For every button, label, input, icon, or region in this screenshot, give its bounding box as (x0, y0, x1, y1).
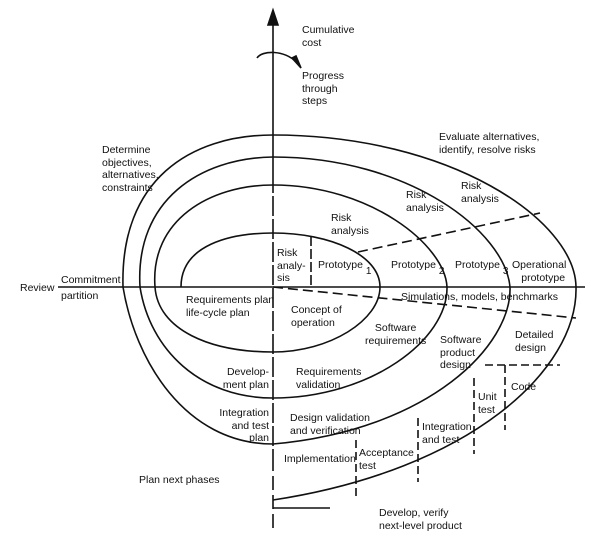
quadrant-evaluate-alternatives: Evaluate alternatives, identify, resolve… (439, 131, 539, 156)
requirements-validation: Requirements validation (296, 366, 361, 391)
label-line: analysis (331, 224, 369, 237)
label-line: Software (440, 334, 482, 346)
label-line: Requirements (296, 366, 362, 378)
label-line: Acceptance (359, 447, 414, 459)
label-line: Progress (302, 70, 345, 82)
risk-analysis-2: Risk analysis (331, 212, 369, 237)
prototype-number: 2 (438, 266, 445, 277)
code-label: Code (511, 381, 537, 393)
label-line: Risk (461, 180, 482, 192)
label-line: identify, resolve risks (439, 143, 536, 156)
label-line: analysis (406, 201, 444, 214)
label-line: design (440, 359, 471, 371)
review-label: Review (20, 282, 55, 294)
label-line: analysis (461, 192, 499, 205)
label-line: plan (249, 432, 269, 444)
prototype-3: Prototype 3 (455, 259, 508, 277)
label-line: Software (374, 322, 417, 334)
dashed-sim-boundary (272, 286, 577, 319)
progress-label: Progress through steps (302, 70, 344, 108)
label-line: operation (291, 316, 335, 329)
implementation-label: Implementation (284, 453, 356, 465)
label-line: Develop- (226, 366, 269, 378)
label-line: cost (302, 36, 322, 49)
label-line: Unit (478, 391, 497, 403)
spiral-loop-3 (122, 156, 511, 445)
label-line: life-cycle plan (186, 306, 250, 319)
label-line: Concept of (291, 304, 342, 316)
prototype-label: Prototype (318, 259, 363, 271)
label-line: through (302, 82, 338, 95)
label-line: Determine (102, 144, 151, 156)
software-requirements: Software requirements (365, 322, 426, 347)
prototype-label: Prototype (455, 259, 500, 271)
software-product-design: Software product design (440, 334, 481, 372)
label-line: steps (302, 95, 328, 107)
design-validation: Design validation and verification (290, 412, 370, 437)
label-line: Requirements plan (186, 294, 275, 306)
prototype-1: Prototype 1 (318, 259, 371, 277)
label-line: Operational (512, 259, 567, 271)
risk-analysis-3: Risk analysis (406, 189, 444, 214)
label-line: Evaluate alternatives, (439, 131, 540, 143)
label-line: Risk (406, 189, 427, 201)
label-line: test (478, 403, 495, 416)
label-line: Design validation (290, 412, 370, 424)
partition-label: partition (61, 290, 99, 302)
label-line: prototype (521, 271, 566, 284)
label-line: analy- (277, 259, 306, 272)
concept-of-operation: Concept of operation (291, 304, 342, 329)
label-line: validation (296, 378, 341, 391)
rotation-arrow (256, 51, 297, 63)
label-line: design (515, 341, 546, 354)
label-line: alternatives, (102, 169, 159, 181)
prototype-number: 3 (502, 266, 509, 277)
label-line: requirements (365, 334, 427, 347)
label-line: Risk (277, 247, 298, 259)
acceptance-test: Acceptance test (359, 447, 414, 472)
quadrant-determine-objectives: Determine objectives, alternatives, cons… (102, 144, 159, 194)
risk-analysis-1: Risk analy- sis (277, 247, 306, 285)
spiral-loop-2 (139, 184, 448, 399)
label-line: Integration (219, 407, 269, 419)
quadrant-plan-next-phases: Plan next phases (139, 474, 220, 486)
spiral-loop-1 (154, 232, 381, 353)
label-line: next-level product (379, 519, 462, 532)
prototype-number: 1 (365, 266, 372, 277)
development-plan: Develop- ment plan (219, 366, 269, 391)
label-line: objectives, (102, 156, 152, 169)
label-line: Cumulative (302, 24, 355, 36)
quadrant-develop-verify: Develop, verify next-level product (379, 507, 462, 532)
label-line: Develop, verify (379, 507, 449, 519)
requirements-plan: Requirements plan life-cycle plan (186, 294, 274, 319)
label-line: constraints (102, 181, 153, 194)
spiral-loop-4 (122, 134, 577, 501)
cumulative-cost-label: Cumulative cost (302, 24, 355, 49)
label-line: product (440, 346, 476, 359)
label-line: and test (231, 419, 269, 432)
dashed-risk-boundary (357, 212, 541, 253)
label-line: test (359, 459, 376, 472)
label-line: and verification (290, 424, 361, 437)
label-line: Detailed (515, 329, 554, 341)
label-line: sis (277, 272, 290, 284)
operational-prototype: Operational prototype (512, 259, 566, 284)
detailed-design: Detailed design (515, 329, 554, 354)
label-line: Integration (422, 421, 472, 433)
label-line: and test (422, 433, 460, 446)
rotation-arrowhead (290, 54, 302, 69)
unit-test: Unit test (478, 391, 497, 416)
prototype-label: Prototype (391, 259, 436, 271)
label-line: Risk (331, 212, 352, 224)
vertical-axis-arrowhead (266, 7, 280, 26)
simulations-label: Simulations, models, benchmarks (401, 291, 558, 303)
integration-and-test: Integration and test (422, 421, 472, 446)
prototype-2: Prototype 2 (391, 259, 444, 277)
risk-analysis-4: Risk analysis (461, 180, 499, 205)
label-line: ment plan (222, 378, 269, 391)
commitment-label: Commitment (61, 274, 121, 286)
integration-test-plan: Integration and test plan (212, 407, 269, 445)
